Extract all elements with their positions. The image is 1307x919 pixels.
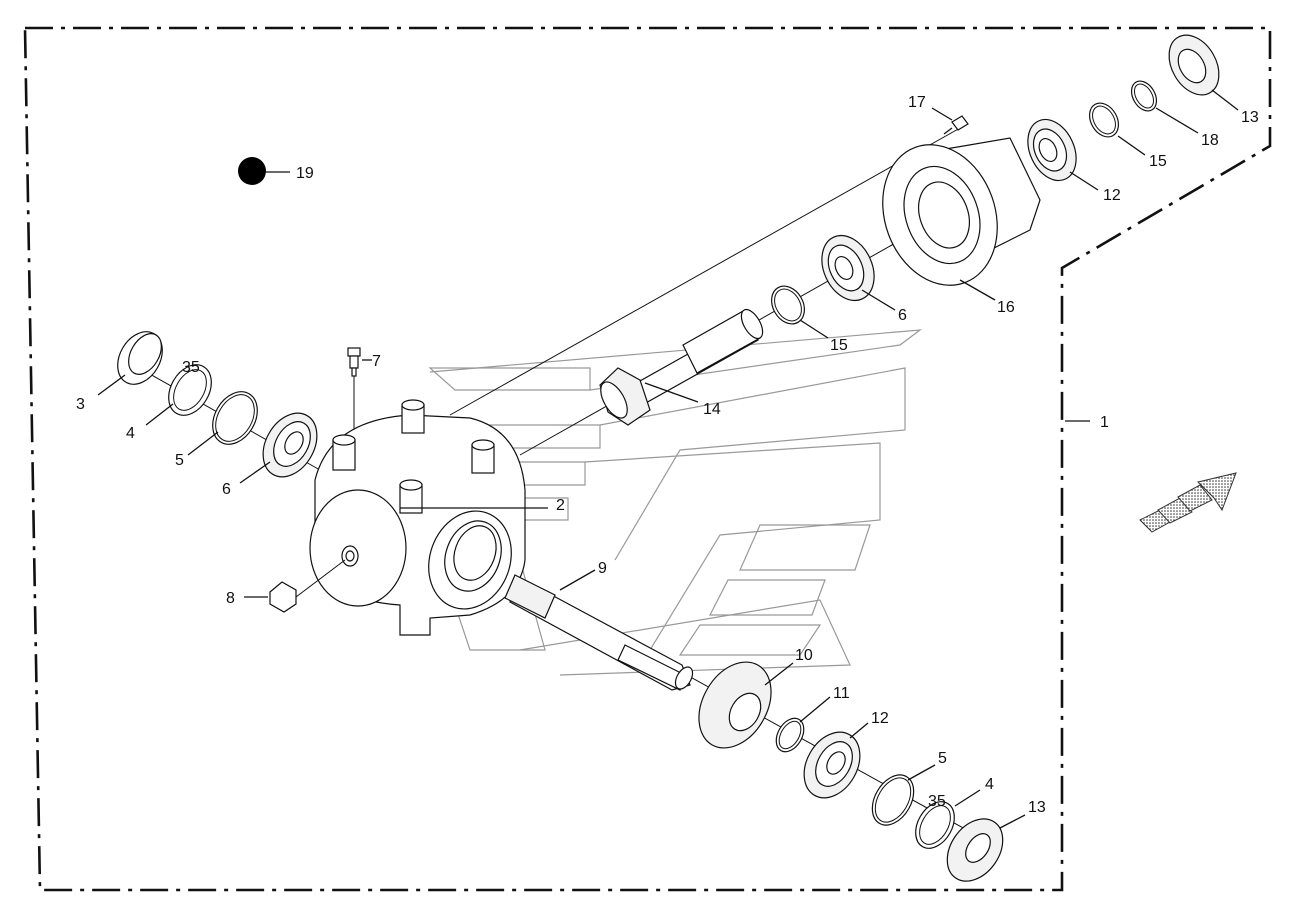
direction-arrow-icon — [1139, 472, 1237, 533]
callout-15-upper: 15 — [1149, 153, 1167, 170]
oring-part-15-upper — [1088, 102, 1120, 138]
callout-4-left: 4 — [126, 425, 135, 442]
input-shaft-part-14 — [599, 308, 764, 426]
callout-17: 17 — [908, 94, 926, 111]
bearing-part-6-upper — [821, 234, 875, 302]
seal-part-13-lower — [946, 818, 1004, 882]
callout-19: 19 — [296, 165, 314, 182]
seal-part-13-upper — [1168, 34, 1220, 96]
callout-13-lower: 13 — [1028, 799, 1046, 816]
oring-part-15-middle — [771, 285, 805, 325]
callout-1: 1 — [1100, 414, 1109, 431]
callout-5-left: 5 — [175, 452, 184, 469]
assembly-boundary — [23, 26, 1272, 892]
callout-16: 16 — [997, 299, 1015, 316]
output-shaft-part-9 — [504, 574, 694, 691]
oring-part-5-lower — [871, 774, 915, 826]
circlip-part-18 — [1130, 80, 1158, 112]
drain-plug-part-8 — [269, 559, 346, 613]
callout-5-right: 5 — [938, 750, 947, 767]
callout-labels: 1 2 3 4 4 5 5 6 6 7 8 9 10 11 12 12 13 1… — [76, 94, 1259, 816]
leader-lines — [97, 89, 1239, 829]
callout-18: 18 — [1201, 132, 1219, 149]
circlip-part-11 — [775, 717, 805, 753]
bearing-part-12-lower — [803, 731, 861, 799]
callout-2: 2 — [556, 497, 565, 514]
callout-12-upper: 12 — [1103, 187, 1121, 204]
bearing-part-12-upper — [1027, 118, 1077, 182]
bolt-part-17 — [943, 115, 969, 135]
callout-10: 10 — [795, 647, 813, 664]
callout-13-upper: 13 — [1241, 109, 1259, 126]
callout-9: 9 — [598, 560, 607, 577]
callout-15-middle: 15 — [830, 337, 848, 354]
callout-7: 7 — [372, 353, 381, 370]
ring-mark-right: 35 — [928, 793, 946, 810]
ring-part-3 — [117, 331, 163, 385]
watermark-logo — [403, 329, 923, 676]
callout-6-upper: 6 — [898, 307, 907, 324]
callout-6-left: 6 — [222, 481, 231, 498]
callout-12-lower: 12 — [871, 710, 889, 727]
callout-3: 3 — [76, 396, 85, 413]
oring-part-5-left — [212, 391, 258, 445]
flange-cover-part-16 — [882, 137, 1041, 286]
callout-4-right: 4 — [985, 776, 994, 793]
callout-11: 11 — [833, 685, 850, 702]
circlip-part-4-left: 35 — [168, 359, 212, 416]
bevel-gear-part-10 — [698, 661, 772, 749]
indicator-dot-part-19 — [238, 157, 266, 185]
callout-8: 8 — [226, 590, 235, 607]
bearing-part-6-left — [262, 412, 318, 478]
circlip-part-4-lower: 35 — [915, 793, 955, 849]
axis-line-upper — [449, 127, 961, 416]
ring-mark-left: 35 — [182, 359, 200, 376]
gearbox-housing-part-2 — [309, 399, 526, 636]
callout-14: 14 — [703, 401, 721, 418]
